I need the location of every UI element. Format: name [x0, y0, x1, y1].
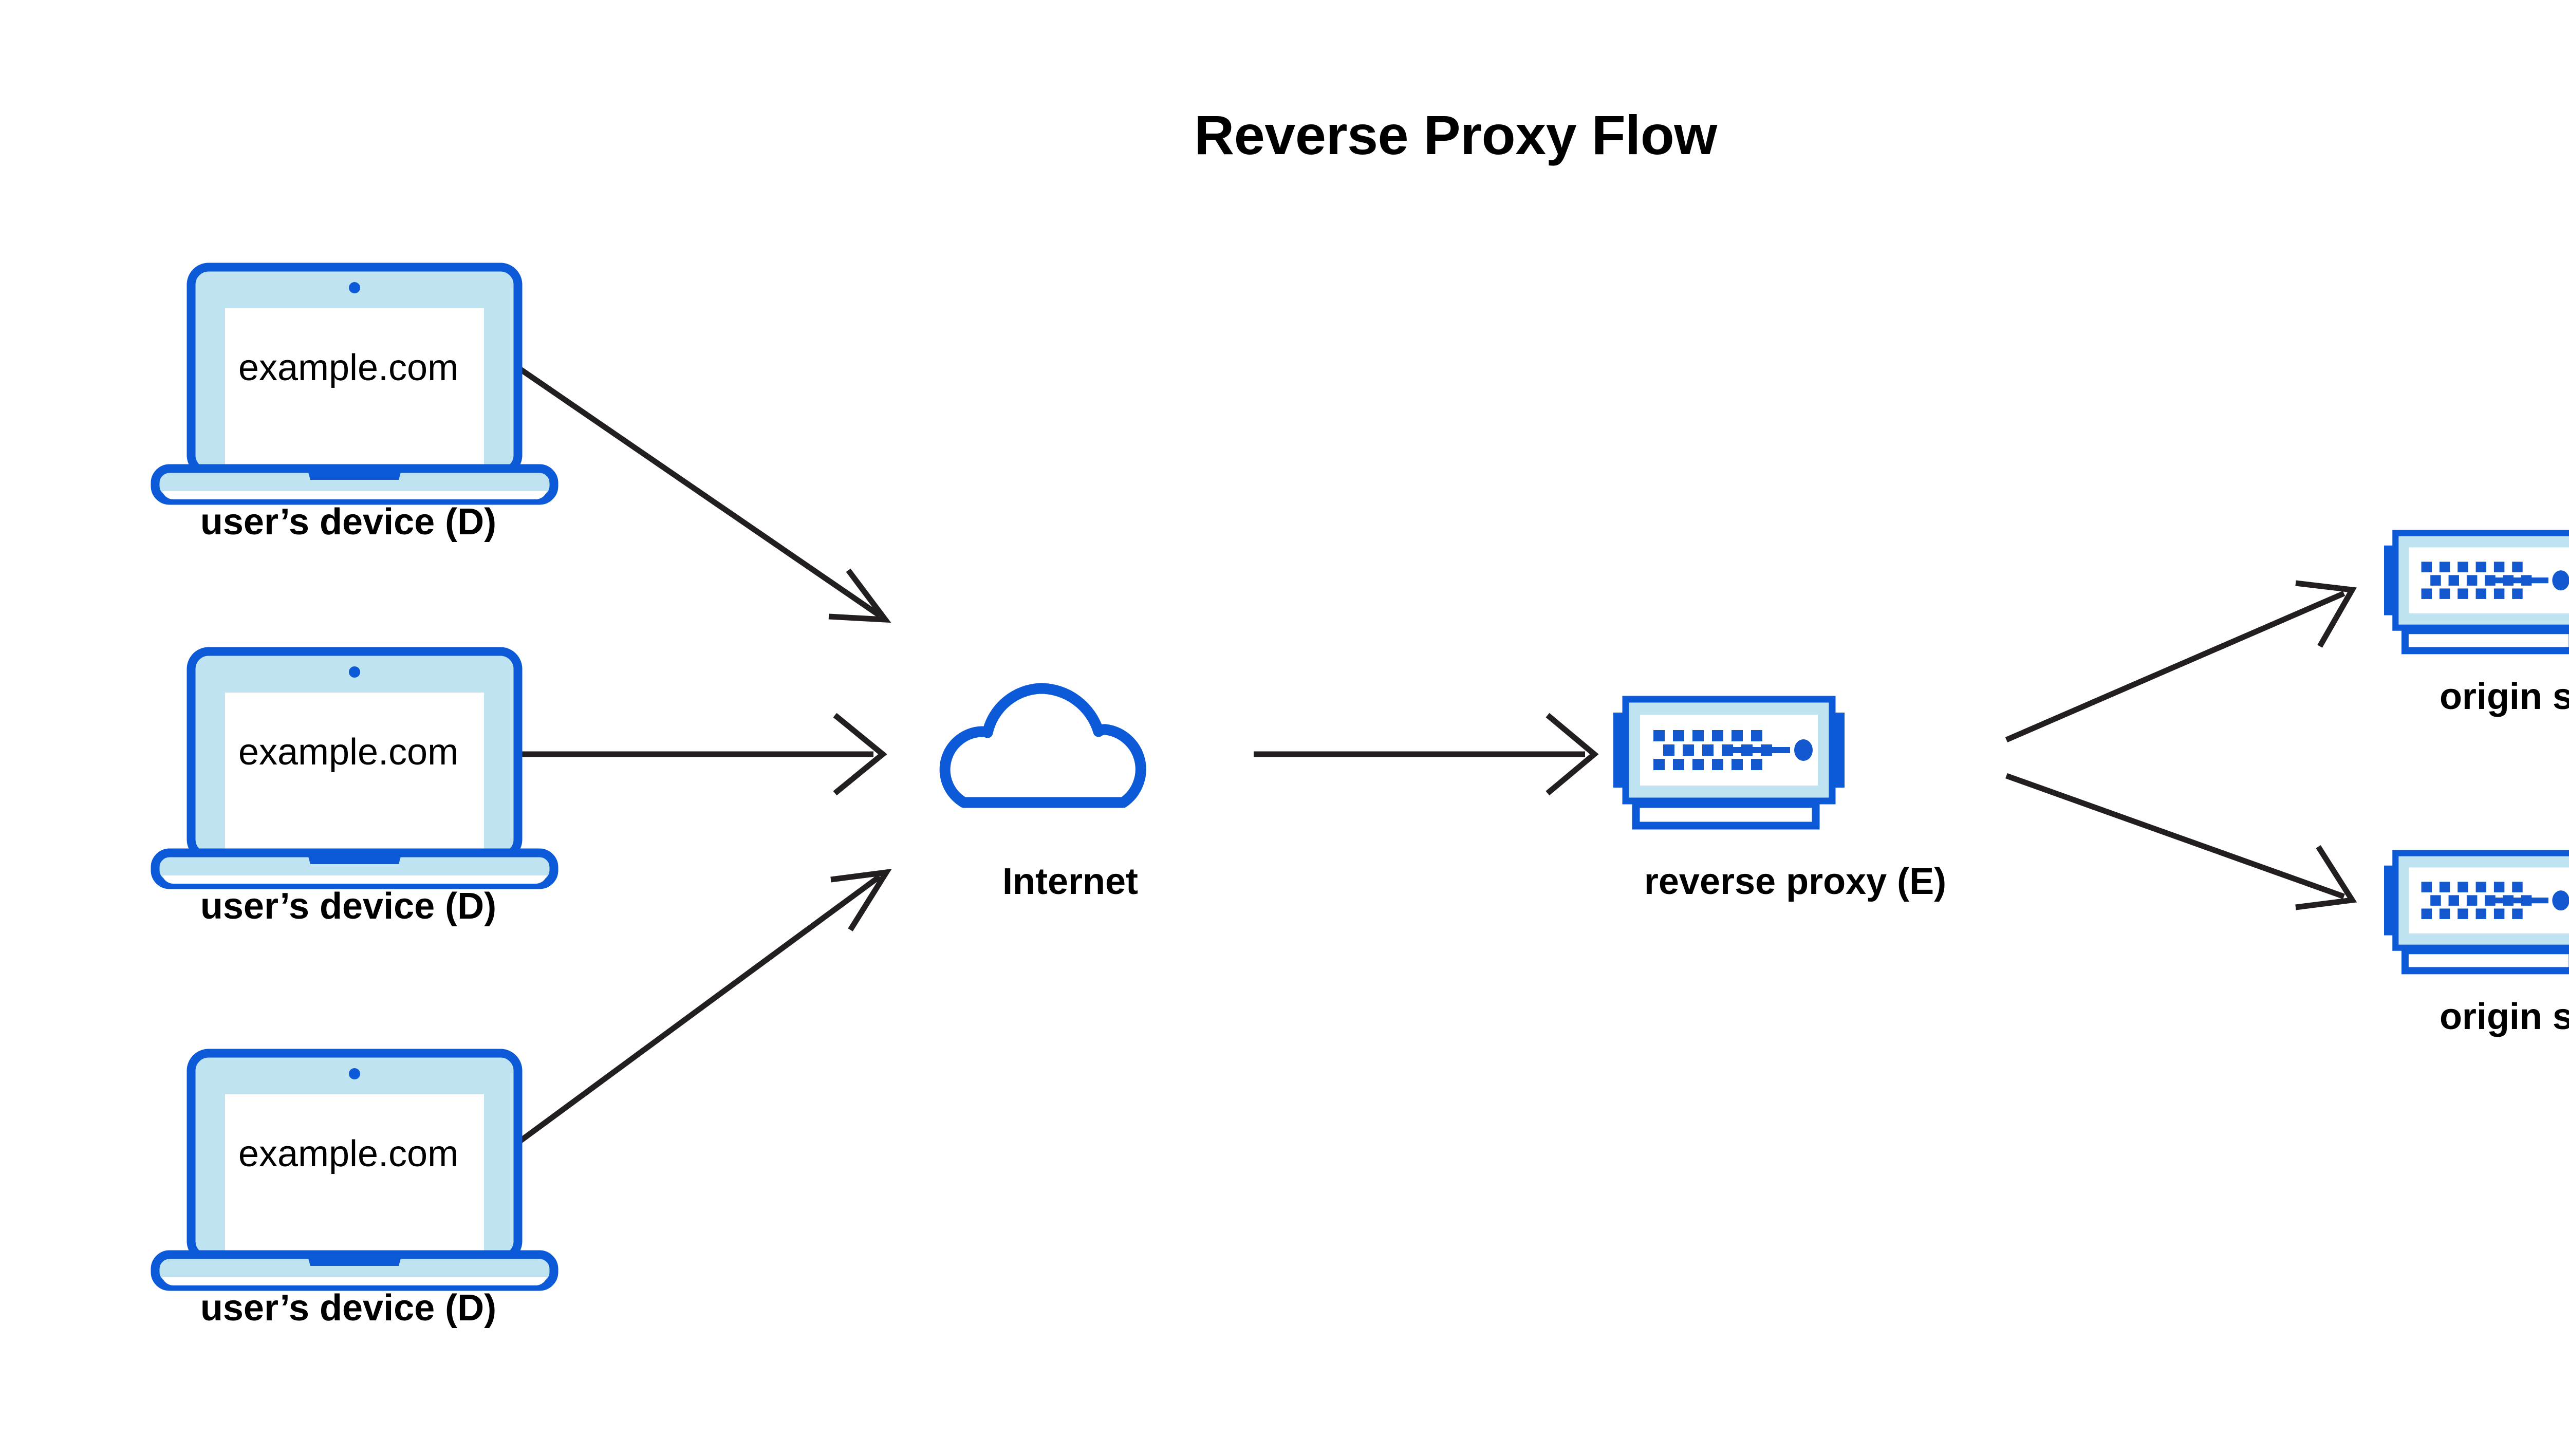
node-label-origin-bottom: origin server (F): [2440, 996, 2569, 1037]
node-internet[interactable]: Internet: [945, 688, 1141, 902]
laptop-screen-url: example.com: [238, 347, 458, 388]
server-icon: [2384, 853, 2569, 971]
edge-client-top-to-internet: [512, 362, 891, 623]
laptop-screen-url: example.com: [238, 732, 458, 773]
cloud-icon: [945, 688, 1141, 802]
node-label-client-bottom: user’s device (D): [200, 1287, 496, 1329]
node-origin-bottom[interactable]: origin server (F): [2384, 853, 2569, 1037]
page-title: Reverse Proxy Flow: [1194, 104, 1718, 166]
node-client-top[interactable]: example.com user’s device (D): [155, 267, 554, 543]
edge-reverse-proxy-to-origin-bottom: [2005, 773, 2357, 910]
node-origin-top[interactable]: origin server (F): [2384, 533, 2569, 717]
node-client-middle[interactable]: example.com user’s device (D): [155, 651, 554, 927]
node-label-internet: Internet: [1002, 861, 1138, 902]
node-label-client-middle: user’s device (D): [200, 886, 496, 927]
node-client-bottom[interactable]: example.com user’s device (D): [155, 1053, 554, 1329]
edge-layer: [512, 362, 2357, 1148]
laptop-screen-url: example.com: [238, 1133, 458, 1174]
server-icon: [1613, 699, 1845, 826]
edge-internet-to-reverse-proxy: [1254, 713, 1599, 796]
node-reverse-proxy[interactable]: reverse proxy (E): [1613, 699, 1946, 902]
node-label-origin-top: origin server (F): [2440, 676, 2569, 717]
edge-client-bottom-to-internet: [512, 869, 892, 1148]
edge-reverse-proxy-to-origin-top: [2005, 580, 2357, 743]
edge-client-middle-to-internet: [514, 713, 887, 796]
server-icon: [2384, 533, 2569, 651]
node-label-reverse-proxy: reverse proxy (E): [1644, 861, 1946, 902]
node-label-client-top: user’s device (D): [200, 501, 496, 543]
